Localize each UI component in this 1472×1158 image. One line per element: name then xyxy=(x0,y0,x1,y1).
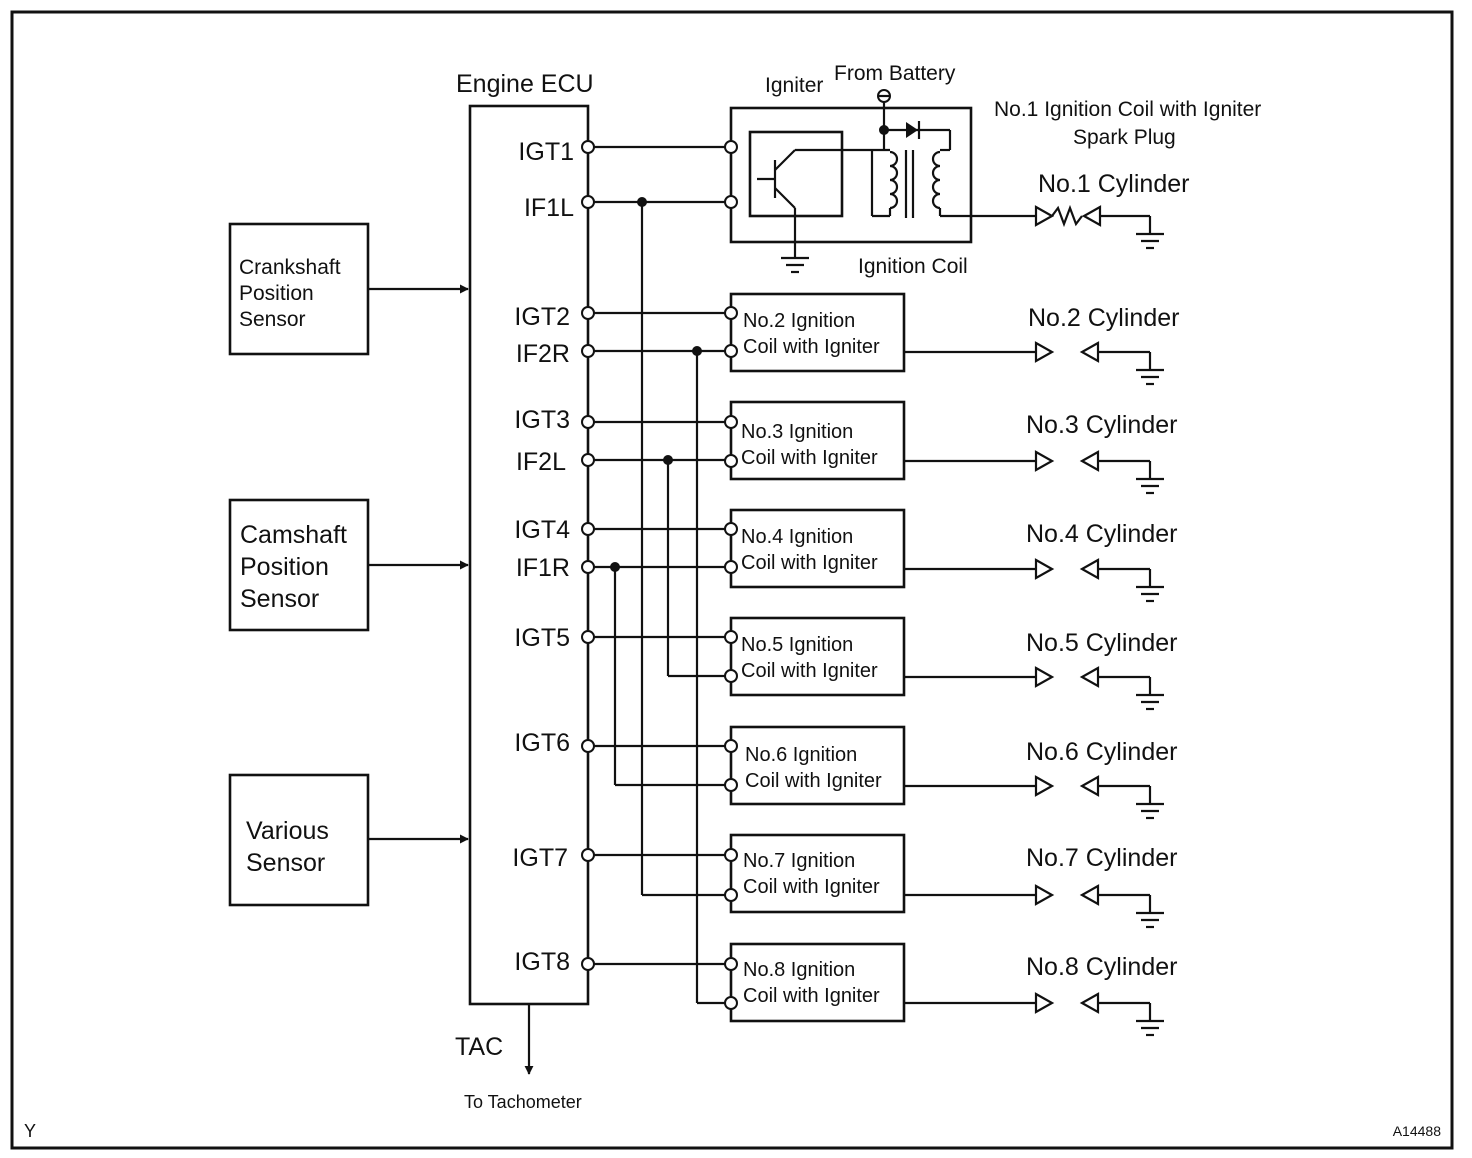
coil-5-label-1: No.5 Ignition xyxy=(741,634,853,656)
from-battery-label: From Battery xyxy=(834,62,956,85)
pin-if1l: IF1L xyxy=(524,194,574,222)
ecu-terminals xyxy=(581,140,595,971)
coil-7-label-2: Coil with Igniter xyxy=(743,876,880,898)
various-sensor-label-1: Various xyxy=(246,817,329,845)
pin-if2l: IF2L xyxy=(516,448,566,476)
coil-2-label-2: Coil with Igniter xyxy=(743,336,880,358)
camshaft-sensor-box xyxy=(228,498,370,632)
if2l-wire xyxy=(588,455,731,678)
cylinder-4-label: No.4 Cylinder xyxy=(1026,520,1177,548)
coil-3-label-2: Coil with Igniter xyxy=(741,447,878,469)
diode-symbol xyxy=(906,121,921,139)
ignition-coil-label: Ignition Coil xyxy=(858,255,968,278)
cylinder-3-label: No.3 Cylinder xyxy=(1026,411,1177,439)
coil-2-label-1: No.2 Ignition xyxy=(743,310,855,332)
igniter-ground-symbol xyxy=(781,208,809,274)
pin-igt8: IGT8 xyxy=(514,948,570,976)
transistor-symbol xyxy=(757,148,842,209)
coil-2: No.2 Ignition Coil with Igniter xyxy=(729,292,906,373)
cylinder-8-label: No.8 Cylinder xyxy=(1026,953,1177,981)
ignition-coil-windings xyxy=(842,148,971,218)
spark-plug-3 xyxy=(904,450,1164,495)
coil1-header-line2: Spark Plug xyxy=(1073,126,1176,149)
various-sensor-label-2: Sensor xyxy=(246,849,325,877)
spark-plug-7 xyxy=(904,884,1164,929)
camshaft-sensor-label-1: Camshaft xyxy=(240,521,347,549)
corner-label: Y xyxy=(24,1121,36,1141)
camshaft-sensor-label-3: Sensor xyxy=(240,585,319,613)
crankshaft-sensor-label-3: Sensor xyxy=(239,308,306,331)
coil-6: No.6 Ignition Coil with Igniter xyxy=(729,725,906,806)
pin-igt7: IGT7 xyxy=(512,844,568,872)
coil-5-label-2: Coil with Igniter xyxy=(741,660,878,682)
cylinder-2-label: No.2 Cylinder xyxy=(1028,304,1179,332)
if2r-wire xyxy=(588,346,731,1005)
igt-wires xyxy=(588,145,731,966)
coil-8-label-1: No.8 Ignition xyxy=(743,959,855,981)
coil-8-label-2: Coil with Igniter xyxy=(743,985,880,1007)
pin-igt3: IGT3 xyxy=(514,406,570,434)
spark-plug-5 xyxy=(904,666,1164,711)
pin-igt5: IGT5 xyxy=(514,624,570,652)
pin-if1r: IF1R xyxy=(516,554,570,582)
cylinder-6-label: No.6 Cylinder xyxy=(1026,738,1177,766)
spark-plug-4 xyxy=(904,558,1164,603)
camshaft-sensor-label-2: Position xyxy=(240,553,329,581)
if1l-wire xyxy=(588,197,731,897)
spark-plug-8 xyxy=(904,992,1164,1037)
coil-terminals xyxy=(724,140,738,1010)
cylinder-5-label: No.5 Cylinder xyxy=(1026,629,1177,657)
no1-spark-plug xyxy=(971,204,1164,250)
pin-igt4: IGT4 xyxy=(514,516,570,544)
cylinder-1-label: No.1 Cylinder xyxy=(1038,170,1189,198)
tac-label: TAC xyxy=(455,1033,503,1061)
diagram-frame xyxy=(10,10,1454,1150)
crankshaft-sensor-label-1: Crankshaft xyxy=(239,256,341,279)
spark-plug-2 xyxy=(904,341,1164,386)
coil-7: No.7 Ignition Coil with Igniter xyxy=(729,833,906,914)
coil-6-label-2: Coil with Igniter xyxy=(745,770,882,792)
coil-3-label-1: No.3 Ignition xyxy=(741,421,853,443)
cylinder-7-label: No.7 Cylinder xyxy=(1026,844,1177,872)
pin-igt2: IGT2 xyxy=(514,303,570,331)
coil-7-label-1: No.7 Ignition xyxy=(743,850,855,872)
various-sensor-box xyxy=(228,773,370,907)
figure-id: A14488 xyxy=(1393,1123,1441,1139)
coil-4-label-1: No.4 Ignition xyxy=(741,526,853,548)
pin-igt1: IGT1 xyxy=(518,138,574,166)
pin-if2r: IF2R xyxy=(516,340,570,368)
igniter-box xyxy=(748,130,844,218)
coil-6-label-1: No.6 Ignition xyxy=(745,744,857,766)
igniter-label: Igniter xyxy=(765,74,823,97)
pin-igt6: IGT6 xyxy=(514,729,570,757)
coil-4: No.4 Ignition Coil with Igniter xyxy=(729,508,906,589)
spark-plug-6 xyxy=(904,775,1164,820)
coil1-header-line1: No.1 Ignition Coil with Igniter xyxy=(994,98,1261,121)
crankshaft-sensor-box xyxy=(228,222,370,356)
coil-8: No.8 Ignition Coil with Igniter xyxy=(729,942,906,1023)
ecu-title: Engine ECU xyxy=(456,70,594,98)
coil-4-label-2: Coil with Igniter xyxy=(741,552,878,574)
if1r-wire xyxy=(588,562,731,787)
crankshaft-sensor-label-2: Position xyxy=(239,282,314,305)
coil-3: No.3 Ignition Coil with Igniter xyxy=(729,400,906,481)
coil-5: No.5 Ignition Coil with Igniter xyxy=(729,616,906,697)
to-tachometer-label: To Tachometer xyxy=(464,1092,582,1112)
